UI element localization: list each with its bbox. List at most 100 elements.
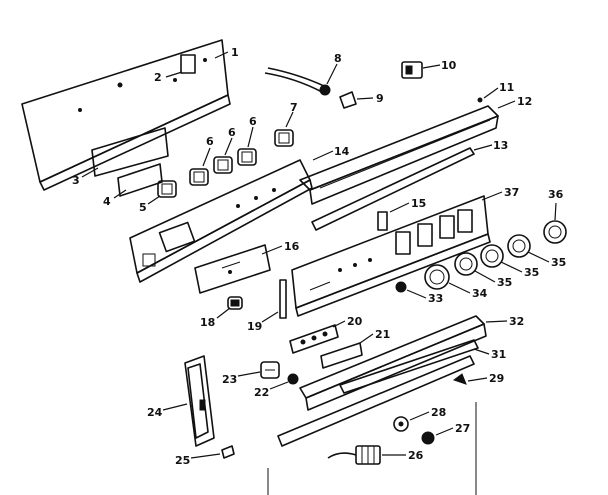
callout-16: 16 [261,240,300,255]
callout-19: 19 [247,311,279,333]
part-20-connector [289,324,339,354]
callout-21-number: 21 [375,328,390,341]
part-8-wire-harness [264,67,331,96]
callout-31-number: 31 [491,348,506,361]
callout-31: 31 [473,348,506,361]
callout-20: 20 [332,315,363,328]
callout-1-number: 1 [231,46,239,59]
part-6-switch-b [213,156,233,174]
callout-25-number: 25 [175,454,190,467]
callout-27: 27 [435,422,470,436]
callout-24: 24 [147,403,188,419]
part-10-bracket [401,61,423,79]
part-28-indicator [393,416,409,432]
callout-12: 12 [497,95,532,109]
callout-10: 10 [422,59,457,72]
callout-36: 36 [548,188,564,221]
callout-18-number: 18 [200,316,215,329]
part-32-bottom-rail [299,315,487,411]
part-5-switch [157,180,177,198]
callout-35a-number: 35 [497,276,512,289]
callout-35b: 35 [500,261,539,279]
callout-14: 14 [312,145,350,161]
part-29-clip [452,373,467,385]
callout-35c-number: 35 [551,256,566,269]
callout-13-number: 13 [493,139,508,152]
callout-37-number: 37 [504,186,519,199]
callout-19-number: 19 [247,320,262,333]
part-11-screw [477,97,483,103]
callout-6a-number: 6 [206,135,214,148]
part-35-knob-c [507,234,531,258]
callout-3-number: 3 [72,174,80,187]
callout-2: 2 [154,71,183,84]
callout-6c-number: 6 [249,115,257,128]
callout-26: 26 [382,449,424,462]
callout-6b-number: 6 [228,126,236,139]
callout-32-number: 32 [509,315,524,328]
part-24-side-bracket [184,355,215,447]
callout-35a: 35 [474,270,512,289]
part-33-knob [395,281,407,293]
callout-8-number: 8 [334,52,342,65]
callout-4: 4 [103,189,127,208]
callout-32: 32 [485,315,524,328]
part-6-switch-a [189,168,209,186]
callout-5-number: 5 [139,201,147,214]
part-36-knob [543,220,567,244]
callout-34-number: 34 [472,287,488,300]
callout-6a: 6 [202,135,214,167]
callout-9: 9 [356,92,384,105]
callout-37: 37 [481,186,519,201]
callout-3: 3 [72,167,99,187]
callout-33-number: 33 [428,292,443,305]
callout-11-number: 11 [499,81,514,94]
callout-15-number: 15 [411,197,426,210]
callout-4-number: 4 [103,195,111,208]
part-19-rod [279,279,287,319]
callout-18: 18 [200,307,231,329]
part-27-knob [421,431,435,445]
callout-11: 11 [483,81,514,99]
part-31-strip [339,339,479,394]
callout-16-number: 16 [284,240,300,253]
callout-36-number: 36 [548,188,564,201]
callout-34: 34 [448,282,488,300]
part-35-knob-a [454,252,478,276]
part-22-knob [287,373,299,385]
callout-1: 1 [214,46,239,59]
part-7-switch [274,129,294,147]
callout-22: 22 [254,381,289,399]
callout-29-number: 29 [489,372,504,385]
callout-7: 7 [285,101,298,128]
part-15-bracket [377,211,388,231]
callout-28: 28 [409,406,446,421]
callout-8: 8 [326,52,342,85]
part-18-knob [227,296,243,310]
callout-23: 23 [222,371,261,386]
part-23-switch [260,361,280,379]
callout-28-number: 28 [431,406,446,419]
part-25-clip [221,445,235,459]
part-35-knob-b [480,244,504,268]
part-16-switch-plate [194,244,271,294]
callout-23-number: 23 [222,373,237,386]
base-trim [277,355,475,447]
callout-33: 33 [406,289,443,305]
callout-6c: 6 [247,115,257,148]
callout-35c: 35 [527,251,566,269]
callout-21: 21 [359,328,390,344]
callout-15: 15 [389,197,426,213]
callout-22-number: 22 [254,386,269,399]
callout-7-number: 7 [290,101,298,114]
callout-25: 25 [175,453,221,467]
callout-35b-number: 35 [524,266,539,279]
callout-29: 29 [467,372,504,385]
callout-13: 13 [473,139,508,152]
callout-26-number: 26 [408,449,424,462]
callout-6b: 6 [224,126,236,156]
part-34-knob [424,264,450,290]
part-2-plate [180,54,196,74]
